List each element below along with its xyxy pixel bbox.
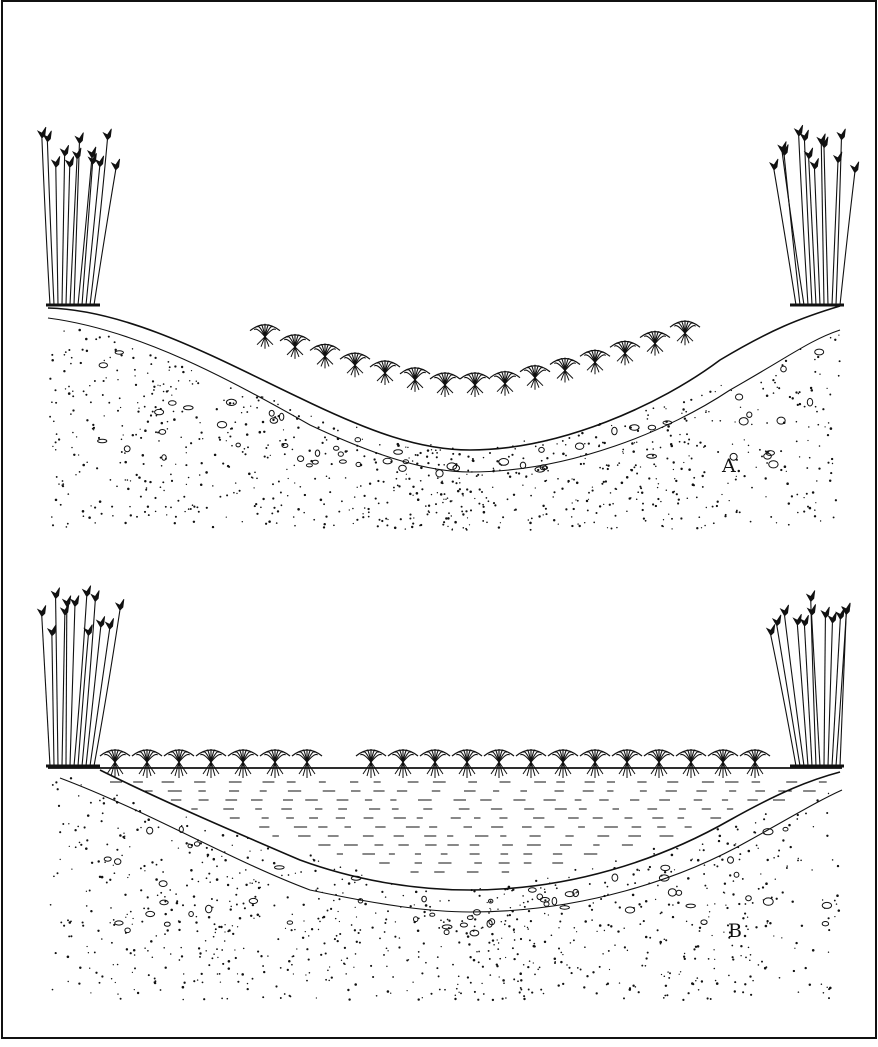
sedge-clump-left-b xyxy=(38,586,124,766)
plant-rosette-icon xyxy=(388,750,418,779)
plant-rosette-icon xyxy=(580,750,610,779)
aquatic-plants-b xyxy=(100,750,770,779)
plant-rosette-icon xyxy=(520,365,550,389)
plant-rosette-icon xyxy=(484,750,514,779)
plant-rosette-icon xyxy=(370,361,400,385)
panel-label-b: B. xyxy=(728,920,748,942)
plant-rosette-icon xyxy=(100,750,130,779)
panel-b: B. xyxy=(38,586,850,1001)
sedge-clump-left-a xyxy=(38,127,120,305)
plant-rosette-icon xyxy=(676,750,706,779)
water-hatching-b xyxy=(110,782,827,872)
panel-label-a: A. xyxy=(721,455,742,477)
plant-rosette-icon xyxy=(548,750,578,779)
plant-rosette-icon xyxy=(708,750,738,779)
plant-rosette-icon xyxy=(164,750,194,779)
panel-a: A. xyxy=(38,125,859,531)
plant-rosette-icon xyxy=(356,750,386,779)
sedge-clump-right-b xyxy=(767,591,850,767)
aquatic-plants-a xyxy=(250,321,700,397)
plant-rosette-icon xyxy=(280,334,310,358)
plant-rosette-icon xyxy=(460,373,490,398)
plant-rosette-icon xyxy=(292,750,322,779)
ground-surface-a xyxy=(48,306,840,450)
plant-rosette-icon xyxy=(580,350,610,374)
plant-rosette-icon xyxy=(196,750,226,779)
plant-rosette-icon xyxy=(420,750,450,779)
pebbles-a xyxy=(98,349,824,477)
plant-rosette-icon xyxy=(516,750,546,779)
plant-rosette-icon xyxy=(612,750,642,779)
plant-rosette-icon xyxy=(260,750,290,779)
plant-rosette-icon xyxy=(452,750,482,779)
plant-rosette-icon xyxy=(740,750,770,779)
sedge-clump-right-a xyxy=(770,125,859,305)
plant-rosette-icon xyxy=(644,750,674,779)
plant-rosette-icon xyxy=(430,373,460,398)
plant-rosette-icon xyxy=(640,331,670,356)
plant-rosette-icon xyxy=(310,344,340,368)
plant-rosette-icon xyxy=(400,367,430,392)
plant-rosette-icon xyxy=(250,324,280,348)
plant-rosette-icon xyxy=(550,358,580,382)
plant-rosette-icon xyxy=(670,321,700,346)
plant-rosette-icon xyxy=(610,341,640,365)
pebbles-b xyxy=(104,827,831,936)
plant-rosette-icon xyxy=(340,353,370,378)
plant-rosette-icon xyxy=(132,750,162,779)
plant-rosette-icon xyxy=(228,750,258,779)
plant-rosette-icon xyxy=(490,371,520,396)
